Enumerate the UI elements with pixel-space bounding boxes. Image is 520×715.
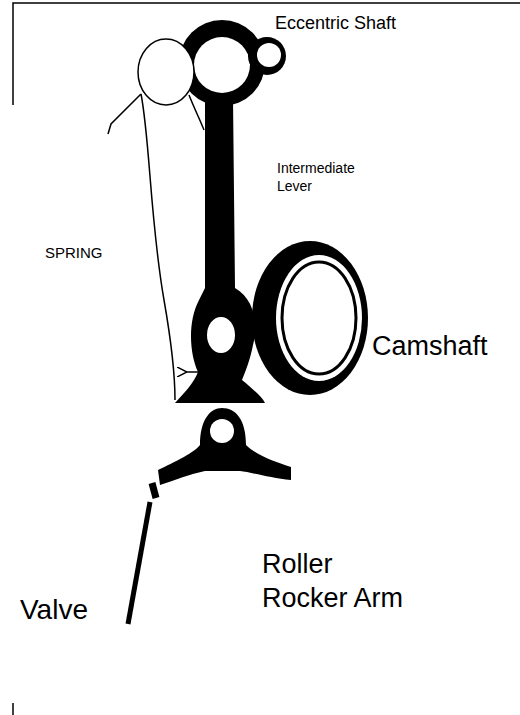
part-name: Intermediate Lever — [277, 160, 373, 195]
force-arrow — [186, 371, 213, 373]
spring — [108, 39, 204, 400]
frame-line — [13, 3, 520, 105]
roller-rocker-arm — [158, 408, 291, 485]
camshaft — [252, 241, 368, 395]
eccentric-shaft — [179, 20, 286, 106]
intermediate-lever — [175, 98, 265, 403]
part-name: Camshaft — [372, 330, 488, 364]
part-name: Eccentric Shaft — [275, 12, 396, 35]
frame-mark — [12, 703, 14, 715]
part-name: SPRING — [45, 244, 103, 263]
part-name: Valve — [20, 592, 88, 627]
valve — [128, 483, 156, 624]
part-name: Roller Rocker Arm — [262, 548, 416, 616]
